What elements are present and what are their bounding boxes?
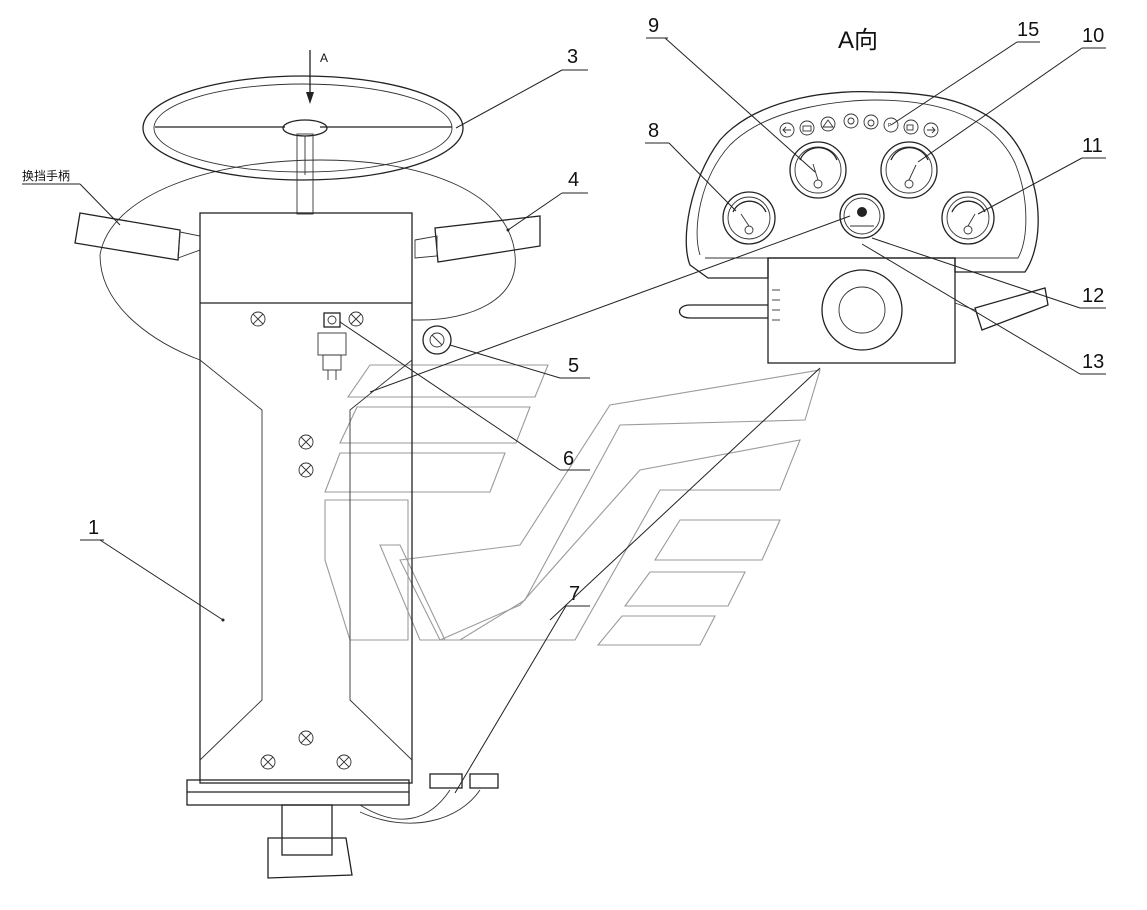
callouts: 1 3 4 5 6 7 8 9 15 <box>80 15 1106 794</box>
screw-group <box>250 311 364 770</box>
gauge-10 <box>880 141 938 199</box>
callout-11: 11 <box>1082 135 1103 157</box>
column-face <box>767 257 956 364</box>
indicator-light-row: P <box>779 113 939 138</box>
gear-handle-label: 换挡手柄 <box>22 169 70 183</box>
column-body <box>199 212 413 784</box>
gauge-11 <box>941 191 995 245</box>
gauge-9 <box>789 141 847 199</box>
column-switch <box>323 312 341 328</box>
instrument-panel: P <box>678 91 1049 364</box>
svg-text:P: P <box>888 123 892 129</box>
callout-9: 9 <box>648 15 659 37</box>
steering-wheel <box>142 75 464 181</box>
leader-line <box>79 183 121 226</box>
watermark-logo <box>324 364 821 646</box>
right-control-lever <box>434 215 541 263</box>
direction-arrow-label: A <box>320 51 328 65</box>
callout-12: 12 <box>1082 285 1104 307</box>
view-label: A向 <box>838 27 878 54</box>
ignition-key-switch <box>422 325 452 355</box>
callout-13: 13 <box>1082 351 1104 373</box>
callout-6: 6 <box>563 448 574 470</box>
gear-shift-handle <box>74 212 181 261</box>
callout-15: 15 <box>1017 19 1039 41</box>
callout-4: 4 <box>568 169 579 191</box>
callout-8: 8 <box>648 120 659 142</box>
view-direction-arrow: A <box>306 50 328 104</box>
gauge-8 <box>722 191 776 245</box>
wiring-harness <box>359 789 451 820</box>
column-hub <box>821 269 903 351</box>
steering-column-assembly <box>74 75 541 879</box>
callout-1: 1 <box>88 517 99 539</box>
callout-5: 5 <box>568 355 579 377</box>
callout-10: 10 <box>1082 25 1104 47</box>
gauge-12 <box>839 193 885 239</box>
callout-3: 3 <box>567 46 578 68</box>
callout-7: 7 <box>569 583 580 605</box>
